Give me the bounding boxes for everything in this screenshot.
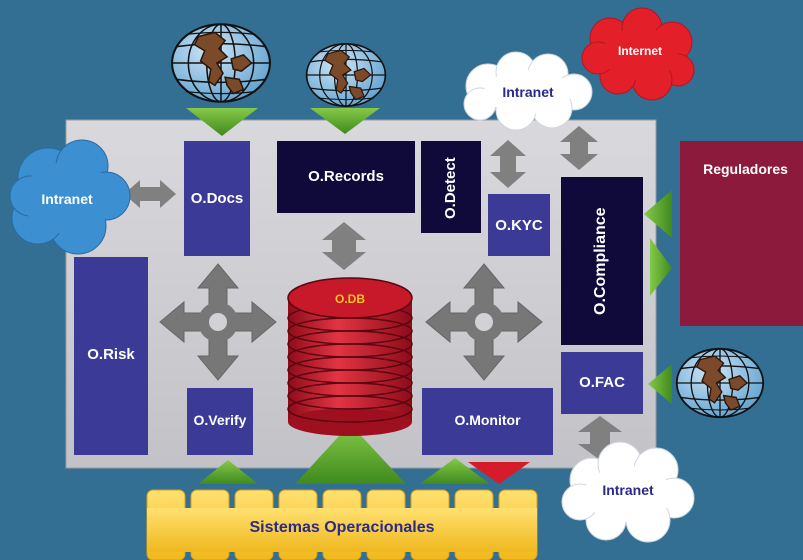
module-kyc-box xyxy=(488,194,550,256)
module-docs-box xyxy=(184,141,250,256)
module-records-box xyxy=(277,141,415,213)
arrow-records-db xyxy=(322,222,366,270)
module-records-label: O.Records xyxy=(308,168,384,185)
sistemas-operacionales-label: Sistemas Operacionales xyxy=(249,519,435,536)
module-kyc-label: O.KYC xyxy=(495,217,543,234)
arrow-globe-docs xyxy=(186,108,258,136)
reguladores-box xyxy=(680,141,803,326)
module-fac-label: O.FAC xyxy=(579,374,625,391)
module-fac-box xyxy=(561,352,643,414)
module-risk-box xyxy=(74,257,148,455)
arrow-compliance-internet xyxy=(560,126,598,170)
input-arrow-db xyxy=(295,424,406,484)
module-monitor-box xyxy=(422,388,553,455)
cloud-icon xyxy=(9,139,131,255)
globe-icon xyxy=(305,43,387,107)
internet-label: Internet xyxy=(617,44,662,58)
module-db-label: O.DB xyxy=(335,292,365,306)
intranet-bottom-label: Intranet xyxy=(602,482,654,498)
module-detect-label: O.Detect xyxy=(442,157,459,219)
arrow-intranet-docs xyxy=(124,180,176,208)
arrow-globe-fac xyxy=(648,364,672,404)
arrow-detect-intranet xyxy=(490,140,526,188)
intranet-top-label: Intranet xyxy=(502,84,554,100)
globe-icon xyxy=(675,347,765,419)
module-verify-label: O.Verify xyxy=(193,412,247,428)
output-arrow-red xyxy=(468,462,530,484)
input-arrow-verify xyxy=(198,460,258,484)
cloud-icon xyxy=(463,51,593,131)
module-verify-box xyxy=(187,388,253,455)
module-compliance-label: O.Compliance xyxy=(592,207,609,315)
cloud-icon xyxy=(581,7,695,101)
database-icon xyxy=(287,277,413,436)
module-compliance-box xyxy=(561,177,643,345)
reguladores-label: Reguladores xyxy=(703,161,788,177)
cloud-icon xyxy=(561,441,695,543)
arrow-reguladores-compliance-1 xyxy=(644,190,672,238)
module-risk-label: O.Risk xyxy=(87,346,135,363)
intranet-left-label: Intranet xyxy=(41,191,93,207)
module-docs-label: O.Docs xyxy=(190,190,244,207)
globe-icon xyxy=(171,23,271,103)
input-arrow-monitor xyxy=(420,458,490,484)
module-monitor-label: O.Monitor xyxy=(454,412,521,428)
arrow-compliance-reguladores-2 xyxy=(650,238,672,296)
sistemas-operacionales-block xyxy=(146,489,538,560)
module-detect-box xyxy=(421,141,481,233)
arrow-globe-records xyxy=(310,108,380,134)
